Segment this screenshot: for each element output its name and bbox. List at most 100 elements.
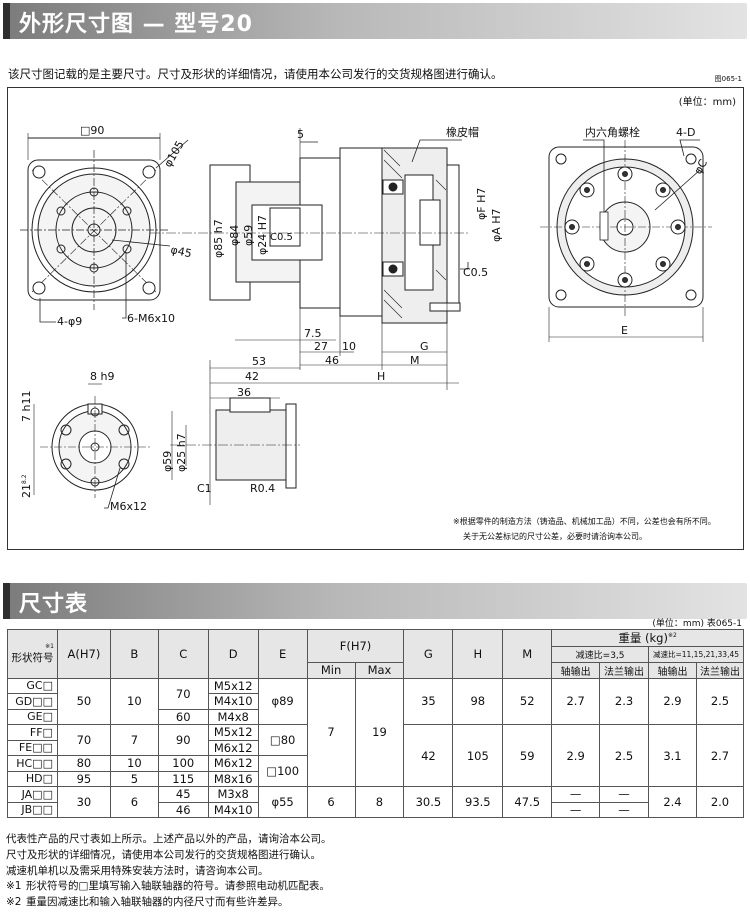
table-row: GE□ 60 M4x8 — [7, 708, 744, 725]
table-row: HD□ 95 5 115 M8x16 — [7, 770, 744, 787]
col-weight: 重量 (kg)※2 — [551, 629, 744, 647]
footnote-line: 代表性产品的尺寸表如上所示。上述产品以外的产品，请询洽本公司。 — [6, 833, 332, 845]
e-cell: φ55 — [257, 786, 308, 818]
col-a: A(H7) — [56, 629, 111, 679]
table-unit-label: (单位：mm) 表065-1 — [652, 619, 742, 629]
drawing-frame — [7, 87, 744, 550]
col-w2-shaft: 轴输出 — [648, 661, 697, 679]
weight-cell: — — [551, 801, 601, 818]
header-bar — [3, 3, 10, 39]
page-title: 外形尺寸图 — 型号20 — [19, 12, 253, 37]
weight-cell: — — [599, 801, 649, 818]
a-cell: 95 — [56, 770, 111, 787]
fmin-cell: 6 — [306, 786, 356, 818]
col-f: F(H7) — [306, 629, 405, 663]
col-c: C — [157, 629, 209, 679]
m-cell: 59 — [502, 724, 553, 787]
weight-cell: — — [551, 786, 601, 803]
weight-cell: 2.9 — [648, 677, 697, 725]
h-cell: 105 — [452, 724, 504, 787]
b-cell: 10 — [109, 755, 159, 772]
g-cell: 35 — [403, 677, 454, 725]
h-cell: 93.5 — [452, 786, 504, 818]
c-cell: 100 — [157, 755, 209, 772]
d-cell: M5x12 — [207, 677, 259, 694]
col-ratio1: 减速比=3,5 — [551, 646, 649, 663]
col-b: B — [109, 629, 159, 679]
header-bar — [3, 583, 10, 619]
drawing-note-2: 关于无公差标记的尺寸公差，必要时请洽询本公司。 — [463, 532, 647, 541]
c-cell: 70 — [157, 677, 209, 710]
section-title: 尺寸表 — [19, 592, 89, 617]
m-cell: 52 — [502, 677, 553, 725]
figure-number: 图065-1 — [714, 75, 742, 83]
weight-cell: 2.4 — [648, 786, 697, 818]
fmax-cell: 19 — [354, 677, 405, 787]
col-e: E — [257, 629, 308, 679]
a-cell: 50 — [56, 677, 111, 725]
intro-note: 该尺寸图记载的是主要尺寸。尺寸及形状的详细情况，请使用本公司发行的交货规格图进行… — [8, 67, 503, 81]
model-cell: FF□ — [7, 724, 58, 741]
model-cell: JB□□ — [7, 801, 58, 818]
table-row: JA□□ 30 6 45 M3x8 φ55 6 8 30.5 93.5 47.5… — [7, 786, 745, 818]
c-cell: 90 — [157, 724, 209, 756]
model-cell: HC□□ — [7, 755, 58, 772]
footnote-line: 尺寸及形状的详细情况，请使用本公司发行的交货规格图进行确认。 — [6, 848, 321, 861]
weight-cell: 2.7 — [695, 724, 745, 787]
c-cell: 60 — [157, 708, 209, 725]
unit-label: (单位：mm) — [678, 97, 736, 108]
d-cell: M4x10 — [207, 801, 259, 818]
a-cell: 70 — [56, 724, 111, 756]
section-header-dimensions: 尺寸表 — [3, 583, 747, 619]
b-cell: 10 — [109, 677, 159, 725]
d-cell: M4x10 — [207, 693, 259, 710]
weight-cell: — — [599, 786, 649, 803]
a-cell: 80 — [56, 755, 111, 772]
c-cell: 45 — [157, 786, 209, 803]
d-cell: M5x12 — [207, 724, 259, 741]
col-g: G — [403, 629, 454, 679]
footnotes: 代表性产品的尺寸表如上所示。上述产品以外的产品，请询洽本公司。 尺寸及形状的详细… — [6, 832, 332, 911]
weight-cell: 2.5 — [695, 677, 745, 725]
weight-cell: 2.0 — [695, 786, 745, 818]
h-cell: 98 — [452, 677, 504, 725]
b-cell: 6 — [109, 786, 159, 818]
col-w1-shaft: 轴输出 — [551, 661, 601, 679]
col-ratio2: 减速比=11,15,21,33,45 — [648, 646, 744, 663]
d-cell: M4x8 — [207, 708, 259, 725]
d-cell: M6x12 — [207, 739, 259, 756]
weight-cell: 2.3 — [599, 677, 649, 725]
model-cell: JA□□ — [7, 786, 58, 803]
g-cell: 30.5 — [403, 786, 454, 818]
c-cell: 115 — [157, 770, 209, 787]
col-fmin: Min — [306, 661, 356, 679]
g-cell: 42 — [403, 724, 454, 787]
model-cell: GC□ — [7, 677, 58, 694]
b-cell: 5 — [109, 770, 159, 787]
model-cell: GD□□ — [7, 693, 58, 710]
d-cell: M8x16 — [207, 770, 259, 787]
col-h: H — [452, 629, 504, 679]
col-w1-flange: 法兰输出 — [599, 661, 649, 679]
col-d: D — [207, 629, 259, 679]
weight-cell: 2.9 — [551, 724, 601, 787]
footnote-line: 减速机单机以及需采用特殊安装方法时，请咨询本公司。 — [6, 864, 269, 877]
table-row: JB□□ 46 M4x10 — — — [7, 801, 744, 818]
weight-cell: 2.7 — [551, 677, 601, 725]
drawing-note-1: ※根据零件的制造方法（铸造品、机械加工品）不同，公差也会有所不同。 — [453, 517, 716, 526]
model-cell: FE□□ — [7, 739, 58, 756]
col-m: M — [502, 629, 553, 679]
col-fmax: Max — [354, 661, 405, 679]
model-cell: GE□ — [7, 708, 58, 725]
e-cell: □80 — [257, 724, 308, 756]
e-cell: □100 — [257, 755, 308, 787]
fmin-cell: 7 — [306, 677, 356, 787]
d-cell: M6x12 — [207, 755, 259, 772]
d-cell: M3x8 — [207, 786, 259, 803]
section-header-outline: 外形尺寸图 — 型号20 — [3, 3, 747, 39]
col-w2-flange: 法兰输出 — [695, 661, 745, 679]
dimension-table: ※1 形状符号 A(H7) B C D E F(H7) G H M 重量 (kg… — [7, 629, 745, 818]
model-cell: HD□ — [7, 770, 58, 787]
